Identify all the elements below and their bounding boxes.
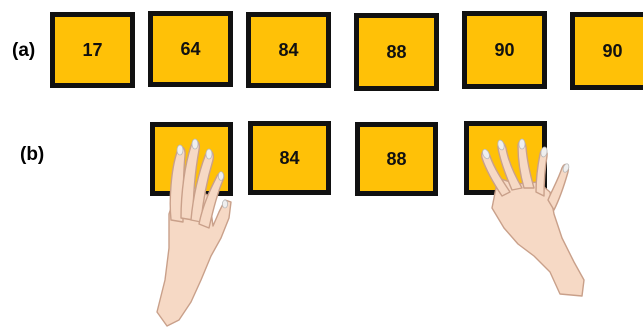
row-b-card-3: 88 — [355, 122, 438, 196]
row-a-label: (a) — [12, 40, 35, 62]
row-a-card-6: 90 — [570, 12, 643, 90]
row-a-card-3: 84 — [246, 12, 331, 88]
row-a-card-2: 64 — [148, 11, 233, 87]
left-hand-icon — [125, 130, 235, 327]
row-a-card-1: 17 — [50, 12, 135, 88]
row-a-card-4: 88 — [354, 13, 439, 91]
row-b-label: (b) — [20, 144, 44, 166]
row-b-card-2: 84 — [248, 121, 331, 195]
right-hand-icon — [478, 138, 590, 298]
row-a-card-5: 90 — [462, 11, 547, 89]
